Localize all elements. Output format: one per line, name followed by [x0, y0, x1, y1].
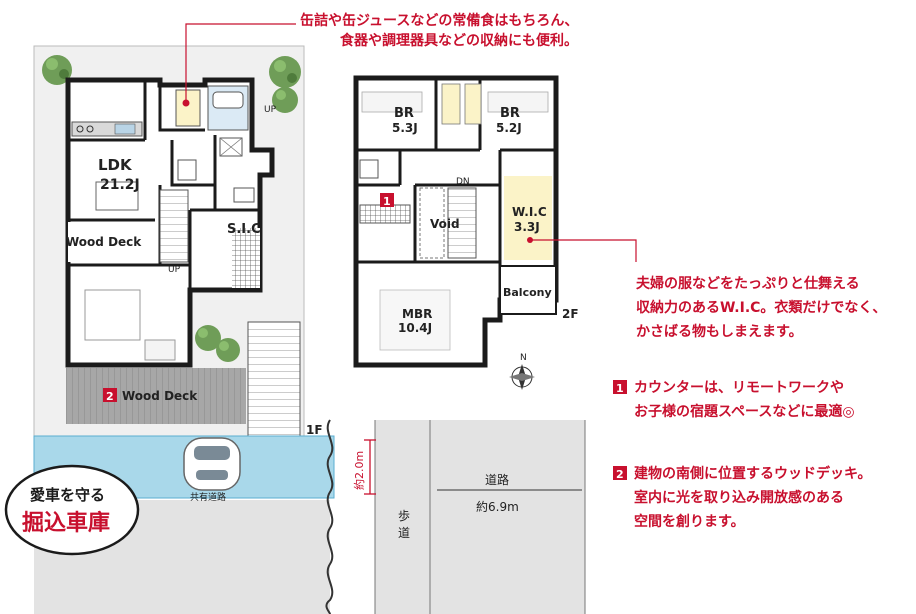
- wood-deck-number: 2: [106, 390, 114, 403]
- toilet-icon: [233, 187, 255, 203]
- compass-icon: [509, 364, 535, 390]
- dn-label: DN: [456, 177, 470, 187]
- shared-road-label: 共有道路: [190, 491, 226, 503]
- note1-number: 1: [616, 382, 624, 395]
- void-area: [419, 187, 445, 259]
- balcony-area: [499, 265, 557, 315]
- ldk-size: 21.2J: [100, 177, 140, 193]
- stove-icon: [76, 125, 94, 133]
- pantry-callout-line1: 缶詰や缶ジュースなどの常備食はもちろん、: [300, 12, 578, 29]
- sidewalk-label-1: 歩: [398, 508, 410, 523]
- closet-br2: [464, 83, 482, 125]
- road-area: [375, 420, 585, 614]
- wic-leader-line: [530, 239, 637, 262]
- badge-line2: 掘込車庫: [22, 510, 110, 536]
- entrance-stairs: [247, 321, 301, 441]
- tree-icon: [272, 87, 298, 113]
- garage-badge: 愛車を守る 掘込車庫: [4, 464, 140, 556]
- br1-label: BR: [394, 106, 414, 121]
- note2-line2: 室内に光を取り込み開放感のある: [634, 489, 844, 506]
- wood-deck-upper-label: Wood Deck: [66, 235, 142, 249]
- note1-line2: お子様の宿題スペースなどに最適◎: [634, 403, 855, 420]
- br2-label: BR: [500, 106, 520, 121]
- sic-label: S.I.C: [227, 222, 261, 237]
- mbr-size: 10.4J: [398, 321, 432, 335]
- pantry: [175, 89, 201, 127]
- note2-badge: [613, 466, 627, 480]
- tree-icon: [216, 338, 240, 362]
- wic-area: [504, 176, 552, 260]
- bed-br2: [487, 91, 549, 113]
- sink-icon: [114, 123, 136, 135]
- note2-line3: 空間を創ります。: [634, 513, 745, 530]
- stairs-up-label: UP: [168, 265, 181, 275]
- sink-cabinet: [177, 159, 197, 181]
- bathtub-icon: [212, 91, 244, 109]
- road-label: 道路: [485, 472, 509, 487]
- note1-badge: [613, 380, 627, 394]
- wic-callout-line1: 夫婦の服などをたっぷりと仕舞える: [636, 275, 860, 292]
- wood-deck-upper-area: [68, 222, 156, 262]
- break-line: [325, 419, 334, 614]
- garage-depth-label: 約2.0m: [352, 451, 366, 490]
- wic-size: 3.3J: [514, 220, 540, 234]
- wood-deck-number-badge: [103, 388, 117, 402]
- badge-line1: 愛車を守る: [30, 486, 105, 504]
- dining-table: [95, 181, 139, 211]
- road-width-label: 約6.9m: [476, 499, 519, 514]
- wic-callout-line3: かさばる物もしまえます。: [636, 323, 803, 340]
- closet-br1: [441, 83, 461, 125]
- tree-icon: [42, 55, 72, 85]
- sofa: [84, 289, 141, 341]
- wood-deck-lower: [66, 368, 246, 424]
- bed-mbr: [379, 289, 451, 351]
- mbr-label: MBR: [402, 307, 432, 321]
- pantry-leader-line: [185, 23, 296, 103]
- tv-board: [144, 339, 176, 361]
- floor2-label: 2F: [562, 307, 579, 321]
- note2-number: 2: [616, 468, 624, 481]
- floor1-label: 1F: [306, 423, 323, 437]
- compass-n-label: N: [520, 353, 527, 363]
- stairs-2f: [447, 187, 477, 259]
- br1-size: 5.3J: [392, 121, 418, 135]
- counter-number: 1: [383, 195, 391, 208]
- car-icon: [183, 437, 241, 491]
- void-label: Void: [430, 217, 460, 231]
- counter-number-badge: [380, 193, 394, 207]
- sidewalk-label-2: 道: [398, 526, 410, 540]
- wood-deck-lower-label: Wood Deck: [122, 389, 198, 403]
- balcony-label: Balcony: [503, 286, 552, 299]
- ldk-label: LDK: [98, 156, 133, 174]
- washer-cross: [219, 137, 243, 157]
- sic-tile-floor: [232, 228, 260, 288]
- pantry-callout-line2: 食器や調理器具などの収納にも便利。: [340, 32, 578, 49]
- tree-icon: [269, 56, 301, 88]
- note1-line1: カウンターは、リモートワークや: [634, 380, 844, 396]
- bed-br1: [361, 91, 423, 113]
- stairs-1f: [159, 189, 189, 263]
- note2-line1: 建物の南側に位置するウッドデッキ。: [634, 465, 871, 482]
- wic-callout-line2: 収納力のあるW.I.C。衣類だけでなく、: [636, 299, 886, 316]
- tree-icon: [195, 325, 221, 351]
- wic-label: W.I.C: [512, 205, 547, 219]
- toilet-2f-icon: [359, 159, 379, 179]
- up-label-top: UP: [264, 105, 277, 115]
- br2-size: 5.2J: [496, 121, 522, 135]
